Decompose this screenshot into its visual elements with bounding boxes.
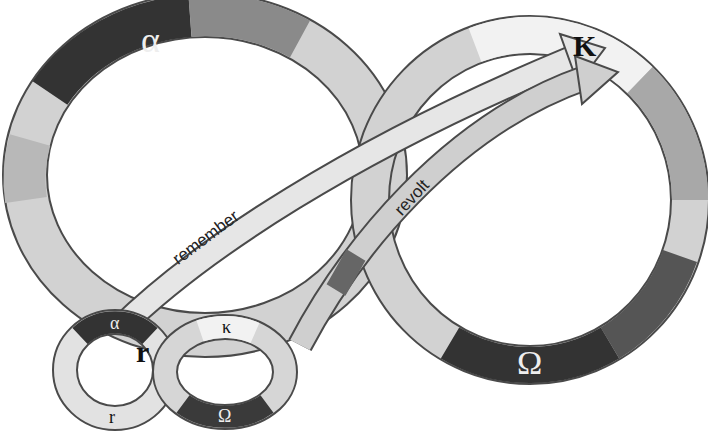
- band-mid-segment: [190, 15, 300, 39]
- arrow-head: [575, 56, 618, 104]
- loop-letter: Ω: [517, 346, 542, 380]
- band-outline: [65, 322, 165, 418]
- revolt-arrow: [300, 56, 618, 345]
- loop-letter: α: [141, 22, 160, 58]
- band-outline: [165, 327, 285, 417]
- band-light-segment: [24, 140, 30, 200]
- arrow-band-dark-segment: [336, 255, 356, 290]
- small-right-loop: [165, 327, 285, 417]
- small-loop-letter: Ω: [218, 407, 231, 425]
- band-dark-segment: [610, 256, 680, 343]
- small-loop-letter: α: [110, 314, 119, 332]
- arrow-band: [120, 58, 572, 328]
- small-loop-letter: r: [109, 408, 115, 426]
- band-dark-segment: [50, 16, 190, 93]
- band: [165, 327, 285, 417]
- loop-letter: K: [573, 31, 596, 61]
- small-left-loop: [65, 322, 165, 418]
- arrow-band-outline: [120, 58, 572, 328]
- band: [65, 322, 165, 418]
- band-mid-segment: [640, 80, 690, 200]
- small-loop-letter: κ: [222, 318, 231, 336]
- remember-arrow: [120, 34, 605, 328]
- arrow-band: [300, 78, 585, 345]
- arrow-band-outline: [300, 78, 585, 345]
- loop-letter: r: [136, 337, 149, 367]
